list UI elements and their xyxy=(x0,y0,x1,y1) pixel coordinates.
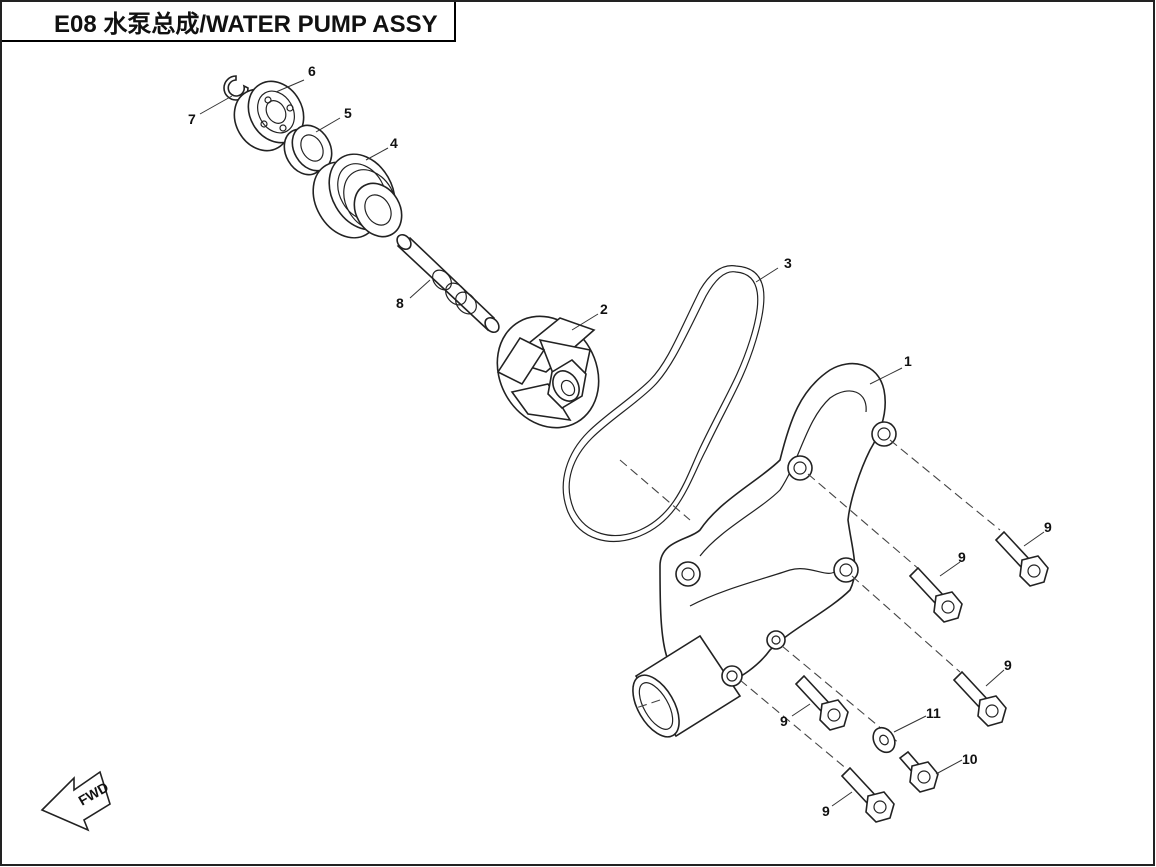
part-9-bolt-c[interactable] xyxy=(952,670,1007,727)
callout-5[interactable]: 5 xyxy=(344,105,352,121)
part-11-washer[interactable] xyxy=(869,724,899,757)
callout-labels: 6 7 5 4 3 8 2 1 9 9 9 9 11 10 9 xyxy=(188,63,1052,819)
part-9-bolt-b[interactable] xyxy=(908,566,963,623)
callout-2[interactable]: 2 xyxy=(600,301,608,317)
part-6-bearing[interactable] xyxy=(223,71,314,160)
page-title: E08 水泵总成/WATER PUMP ASSY xyxy=(2,2,456,42)
callout-9-e[interactable]: 9 xyxy=(822,803,830,819)
callout-10[interactable]: 10 xyxy=(962,751,978,767)
callout-7[interactable]: 7 xyxy=(188,111,196,127)
part-9-bolt-a[interactable] xyxy=(994,530,1049,587)
callout-9-b[interactable]: 9 xyxy=(958,549,966,565)
part-3-gasket[interactable] xyxy=(562,265,765,542)
callout-8[interactable]: 8 xyxy=(396,295,404,311)
fwd-direction-arrow: FWD xyxy=(40,770,111,832)
callout-9-c[interactable]: 9 xyxy=(1004,657,1012,673)
part-4-mechanical-seal[interactable] xyxy=(300,142,411,249)
callout-9-d[interactable]: 9 xyxy=(780,713,788,729)
callout-9-a[interactable]: 9 xyxy=(1044,519,1052,535)
part-7-circlip[interactable] xyxy=(223,75,249,101)
callout-3[interactable]: 3 xyxy=(784,255,792,271)
callout-1[interactable]: 1 xyxy=(904,353,912,369)
leader-lines xyxy=(199,79,1045,807)
part-9-bolt-e[interactable] xyxy=(840,766,895,823)
part-1-pump-cover[interactable] xyxy=(623,362,897,745)
callout-11[interactable]: 11 xyxy=(926,705,941,721)
callout-6[interactable]: 6 xyxy=(308,63,316,79)
part-9-bolt-d[interactable] xyxy=(794,674,849,731)
part-8-shaft[interactable] xyxy=(394,232,501,335)
part-10-drain-bolt[interactable] xyxy=(898,750,939,793)
callout-4[interactable]: 4 xyxy=(390,135,398,151)
part-2-impeller[interactable] xyxy=(477,298,618,446)
